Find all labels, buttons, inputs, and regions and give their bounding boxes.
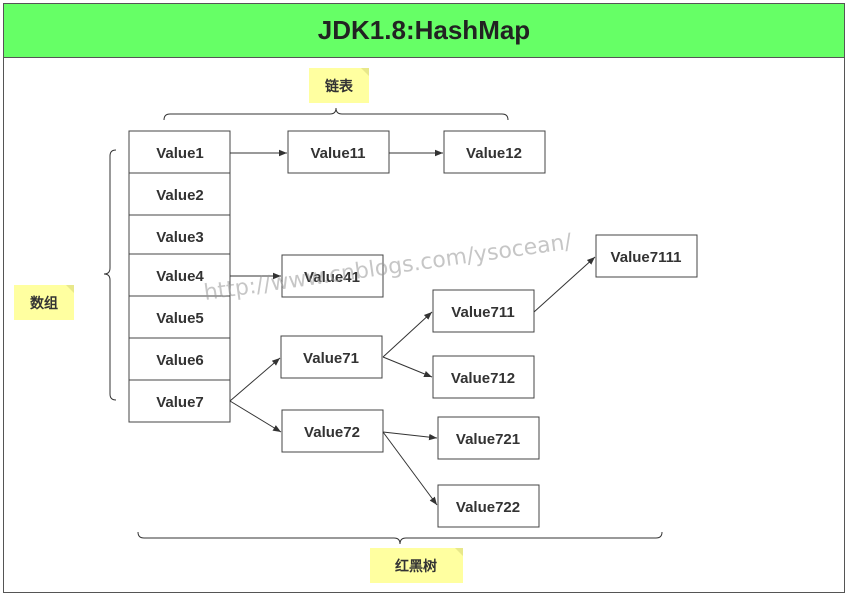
array-cell-label: Value7 xyxy=(156,394,204,411)
arrow-value72-to-value721 xyxy=(382,431,438,441)
arrow-value71-to-value711 xyxy=(382,311,433,358)
array-note: 数组 xyxy=(14,285,74,320)
array-cell-label: Value3 xyxy=(156,229,204,246)
node-value721: Value721 xyxy=(437,416,540,460)
red-black-tree-label: 红黑树 xyxy=(395,558,437,575)
node-value72: Value72 xyxy=(281,409,384,453)
array-cell-3: Value3 xyxy=(128,214,231,258)
array-cell-label: Value6 xyxy=(156,352,204,369)
arrow-value71-to-value712 xyxy=(382,356,433,378)
node-label: Value7111 xyxy=(611,249,682,266)
node-label: Value711 xyxy=(451,304,514,321)
node-value7111: Value7111 xyxy=(595,234,698,278)
array-cell-label: Value5 xyxy=(156,310,204,327)
node-value12: Value12 xyxy=(443,130,546,174)
array-cell-7: Value7 xyxy=(128,379,231,423)
arrow-value711-to-value7111 xyxy=(533,256,596,313)
node-value712: Value712 xyxy=(432,355,535,399)
array-cell-1: Value1 xyxy=(128,130,231,174)
array-cell-2: Value2 xyxy=(128,172,231,216)
linked-list-brace xyxy=(163,107,509,121)
node-label: Value72 xyxy=(304,424,360,441)
red-black-tree-note: 红黑树 xyxy=(370,548,463,583)
node-label: Value12 xyxy=(466,145,522,162)
arrow-value72-to-value722 xyxy=(382,431,438,506)
node-value41: Value41 xyxy=(281,254,384,298)
title-bar: JDK1.8:HashMap xyxy=(3,3,845,58)
array-cell-5: Value5 xyxy=(128,295,231,339)
node-label: Value41 xyxy=(304,269,360,286)
array-cell-6: Value6 xyxy=(128,337,231,381)
array-cell-label: Value2 xyxy=(156,187,204,204)
array-cell-label: Value4 xyxy=(156,268,204,285)
node-value722: Value722 xyxy=(437,484,540,528)
linked-list-label: 链表 xyxy=(325,78,354,95)
red-black-tree-brace xyxy=(137,531,663,545)
array-brace xyxy=(103,149,117,401)
node-label: Value11 xyxy=(310,145,365,162)
arrow-value7-to-value71 xyxy=(229,357,281,402)
node-value11: Value11 xyxy=(287,130,390,174)
node-value711: Value711 xyxy=(432,289,535,333)
page-title: JDK1.8:HashMap xyxy=(317,15,531,45)
linked-list-note: 链表 xyxy=(309,68,369,103)
arrow-value7-to-value72 xyxy=(229,400,282,433)
node-value71: Value71 xyxy=(280,335,383,379)
array-cell-label: Value1 xyxy=(156,145,204,162)
node-label: Value71 xyxy=(303,350,359,367)
node-label: Value712 xyxy=(451,370,515,387)
node-label: Value721 xyxy=(456,431,520,448)
node-label: Value722 xyxy=(456,499,520,516)
array-label: 数组 xyxy=(30,295,58,312)
